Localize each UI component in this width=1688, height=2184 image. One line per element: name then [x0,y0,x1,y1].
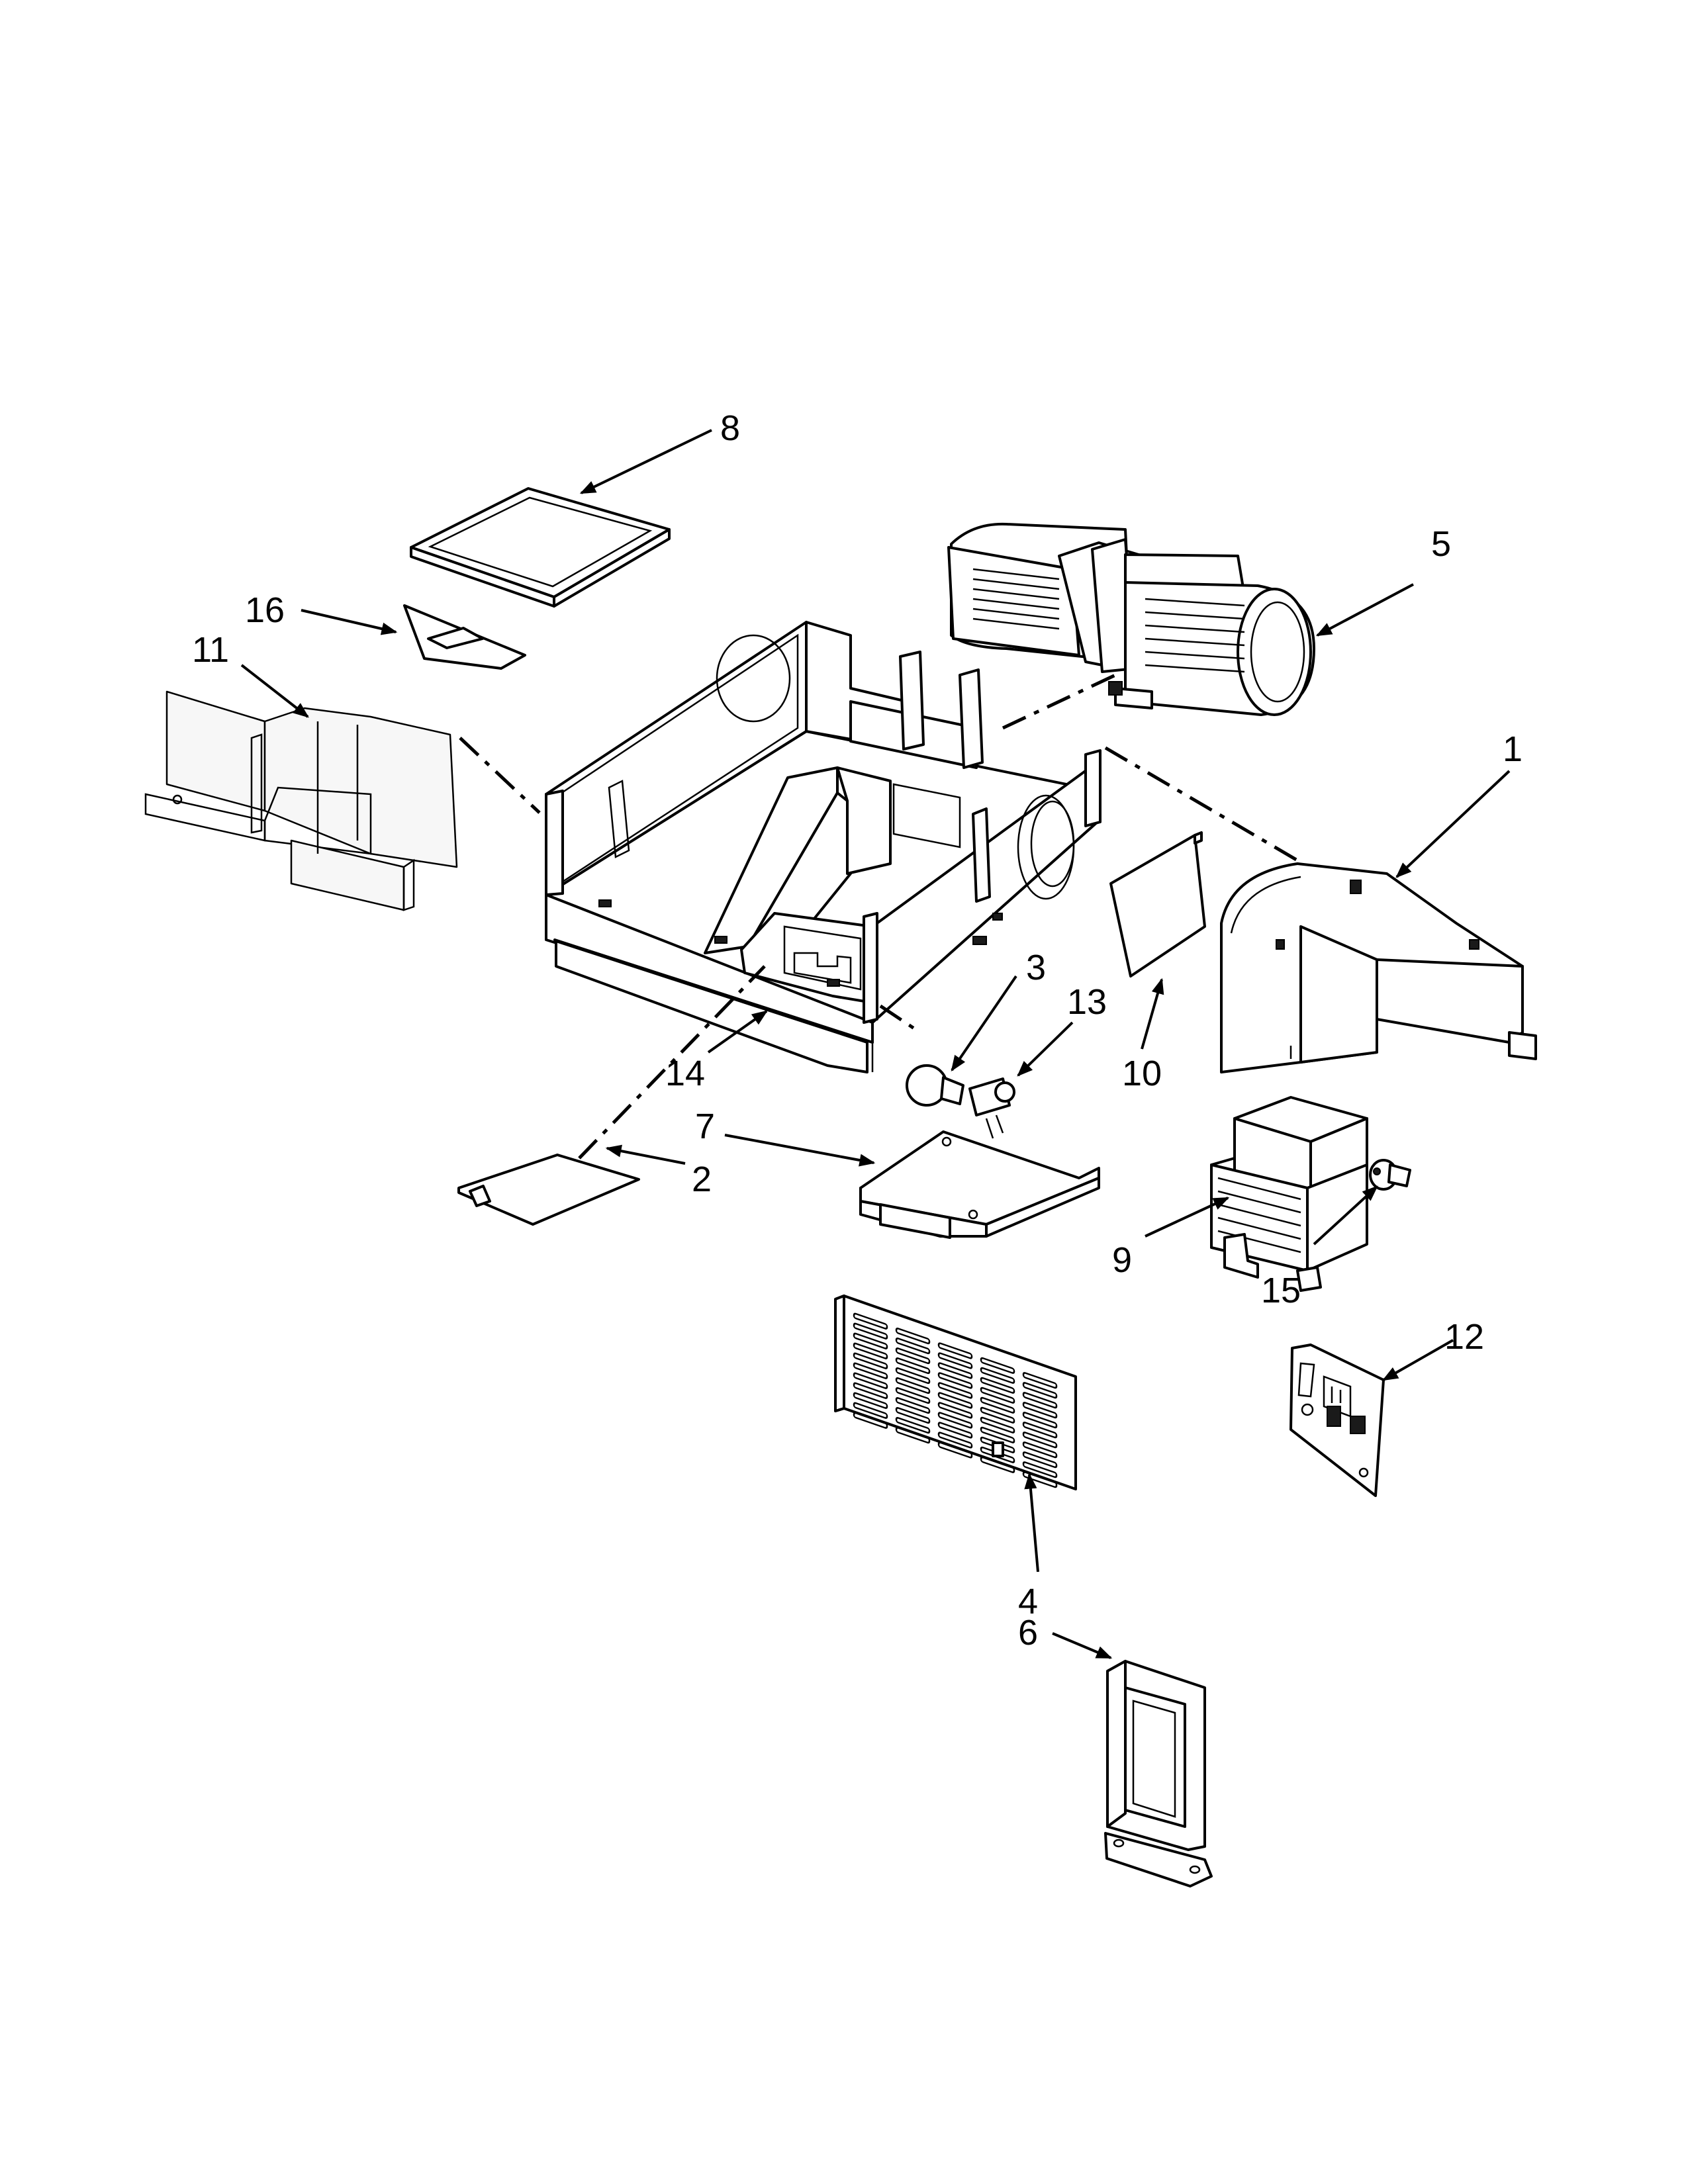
leader-13 [1017,1021,1074,1077]
leader-14 [707,1010,768,1054]
callout-12: 12 [1444,1317,1484,1357]
callout-14: 14 [665,1054,705,1093]
leader-1 [1395,770,1511,878]
leader-11 [240,664,309,718]
part-13-lamp-socket [968,1077,1015,1139]
leader-3 [951,975,1017,1071]
part-6-bracket [1104,1660,1213,1888]
callout-1: 1 [1503,729,1523,769]
callout-labels: 8 5 16 11 1 3 13 10 14 7 2 9 15 12 4 6 [192,408,1523,1653]
callout-13: 13 [1067,982,1107,1022]
leader-10 [1141,978,1164,1050]
leader-5 [1315,583,1414,637]
assembly-dashed-lines [459,673,1299,1160]
part-8-filter-frame [410,487,671,608]
part-1-right-duct [1220,862,1537,1073]
callout-8: 8 [720,408,740,448]
callout-4: 4 [1018,1582,1038,1621]
part-7-mounting-plate [859,1130,1100,1239]
leader-4 [1024,1473,1039,1572]
part-9-transformer [1210,1096,1368,1292]
callout-16: 16 [245,590,285,630]
part-15-thermostat [1369,1159,1411,1191]
leader-2 [605,1144,686,1165]
part-3-lamp-bulb [906,1064,964,1107]
part-10-plate [1109,831,1206,978]
callout-11: 11 [192,630,229,670]
callout-7: 7 [695,1107,715,1146]
part-14-chassis-base [545,621,1102,1073]
leader-15 [1313,1185,1378,1246]
part-16-bracket [403,604,526,670]
part-12-control-board [1289,1343,1385,1497]
leader-7 [724,1134,876,1167]
leader-6 [1052,1632,1113,1659]
part-2-cover-plate [457,1154,640,1226]
part-11-left-duct [144,690,458,911]
leader-arrows [240,429,1511,1659]
callout-2: 2 [692,1160,712,1199]
part-4-vent-grille [834,1295,1077,1490]
callout-10: 10 [1122,1054,1162,1093]
leader-9 [1145,1197,1230,1238]
callout-9: 9 [1112,1240,1132,1280]
leader-8 [579,429,712,494]
callout-5: 5 [1431,524,1451,564]
leader-16 [301,609,398,635]
leader-12 [1382,1339,1454,1381]
part-5-blower-motor [947,522,1315,716]
callout-6: 6 [1018,1613,1038,1653]
callout-15: 15 [1261,1271,1301,1310]
callout-3: 3 [1026,948,1046,987]
